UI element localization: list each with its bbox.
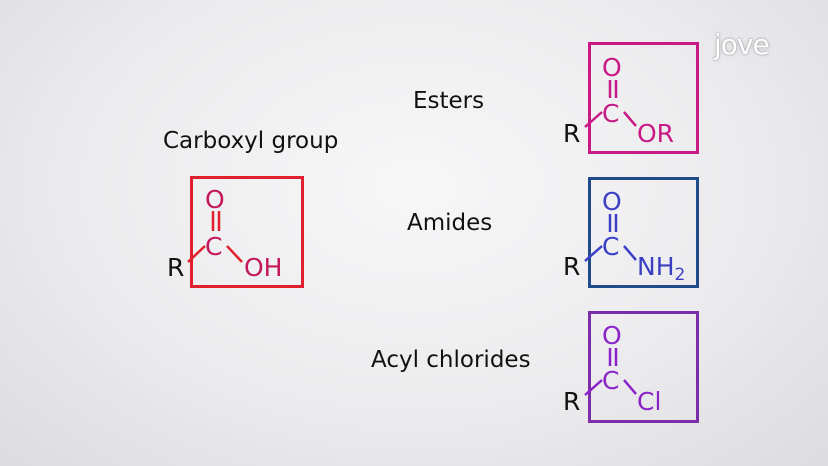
esters-bonds: [584, 80, 637, 128]
carboxyl-r-group: R: [167, 253, 185, 282]
acyl-chlorides-label: Acyl chlorides: [371, 347, 531, 373]
esters-oxygen: O: [602, 53, 622, 82]
amides-label: Amides: [407, 210, 493, 236]
jove-logo: jove: [714, 28, 770, 61]
carboxyl-hydroxyl: OH: [244, 253, 283, 282]
amides-carbon: C: [602, 232, 620, 261]
amides-oxygen: O: [602, 187, 622, 216]
carboxyl-carbon: C: [205, 232, 223, 261]
amides-amine-subscript: 2: [674, 265, 686, 285]
esters-box: [588, 42, 699, 154]
esters-carbon: C: [602, 99, 620, 128]
esters-or-group: OR: [637, 119, 675, 148]
acyl-chlorides-carbon: C: [602, 366, 620, 395]
acyl-chlorides-chlorine: Cl: [637, 387, 662, 416]
acyl-chlorides-r-group: R: [563, 387, 581, 416]
amides-box: [588, 177, 699, 288]
acyl-chlorides-box: [588, 311, 699, 423]
amides-amine-main: NH: [637, 252, 675, 281]
amides-bonds: [584, 214, 637, 262]
acyl-chlorides-oxygen: O: [602, 321, 622, 350]
carboxyl-group-label: Carboxyl group: [163, 128, 339, 154]
esters-label: Esters: [413, 88, 485, 114]
carboxyl-bonds: [187, 211, 243, 263]
acyl-chlorides-bonds: [584, 348, 637, 396]
amides-r-group: R: [563, 252, 581, 281]
amides-amine-group: NH2: [637, 254, 685, 284]
carboxyl-oxygen: O: [205, 185, 225, 214]
carboxyl-box: [190, 176, 304, 288]
esters-r-group: R: [563, 119, 581, 148]
